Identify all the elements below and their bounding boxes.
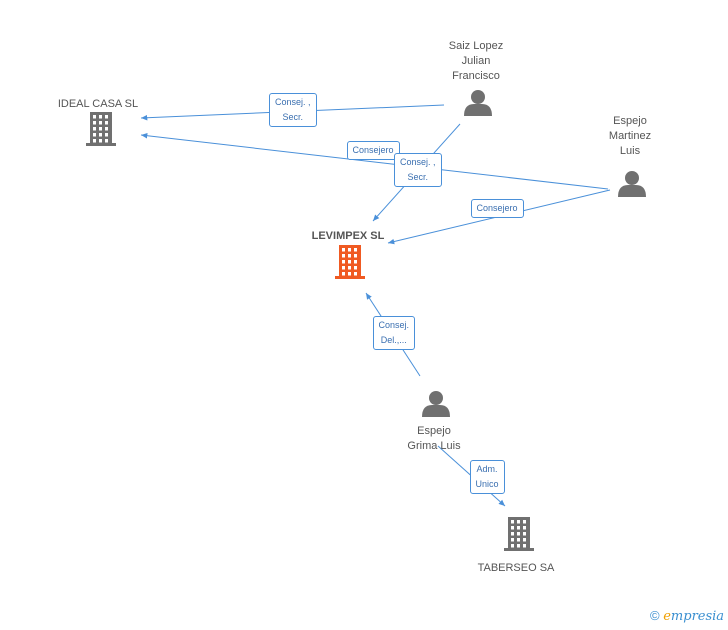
person-icon-espejo_grima[interactable] bbox=[422, 391, 450, 417]
edge-label-saiz_lopez-to-ideal_casa[interactable]: Consej. , Secr. bbox=[269, 93, 317, 127]
node-label-espejo_martinez[interactable]: Espejo Martinez Luis bbox=[608, 115, 652, 157]
edge-label-espejo_martinez-to-ideal_casa[interactable]: Consejero bbox=[346, 140, 400, 160]
building-icon-levimpex[interactable] bbox=[335, 245, 365, 279]
brand-logo: empresia bbox=[663, 609, 725, 624]
building-icon-taberseo[interactable] bbox=[504, 517, 534, 551]
node-label-taberseo[interactable]: TABERSEO SA bbox=[477, 562, 555, 574]
edge-label-espejo_martinez-to-levimpex[interactable]: Consejero bbox=[470, 198, 524, 218]
copyright-symbol: © bbox=[650, 608, 660, 623]
node-label-espejo_grima[interactable]: Espejo Grima Luis bbox=[407, 425, 461, 452]
person-icon-saiz_lopez[interactable] bbox=[464, 90, 492, 116]
node-label-saiz_lopez[interactable]: Saiz Lopez Julian Francisco bbox=[448, 40, 504, 82]
building-icon-ideal_casa[interactable] bbox=[86, 112, 116, 146]
person-icon-espejo_martinez[interactable] bbox=[618, 171, 646, 197]
footer-brand: © empresia bbox=[650, 608, 724, 624]
edge-label-espejo_grima-to-levimpex[interactable]: Consej. Del.,... bbox=[372, 316, 416, 350]
edge-espejo_martinez-to-ideal_casa bbox=[140, 132, 609, 190]
edge-label-espejo_grima-to-taberseo[interactable]: Adm. Unico bbox=[469, 460, 505, 494]
node-label-ideal_casa[interactable]: IDEAL CASA SL bbox=[57, 98, 139, 110]
edge-label-saiz_lopez-to-levimpex[interactable]: Consej. , Secr. bbox=[394, 153, 442, 187]
node-label-levimpex[interactable]: LEVIMPEX SL bbox=[311, 230, 385, 242]
